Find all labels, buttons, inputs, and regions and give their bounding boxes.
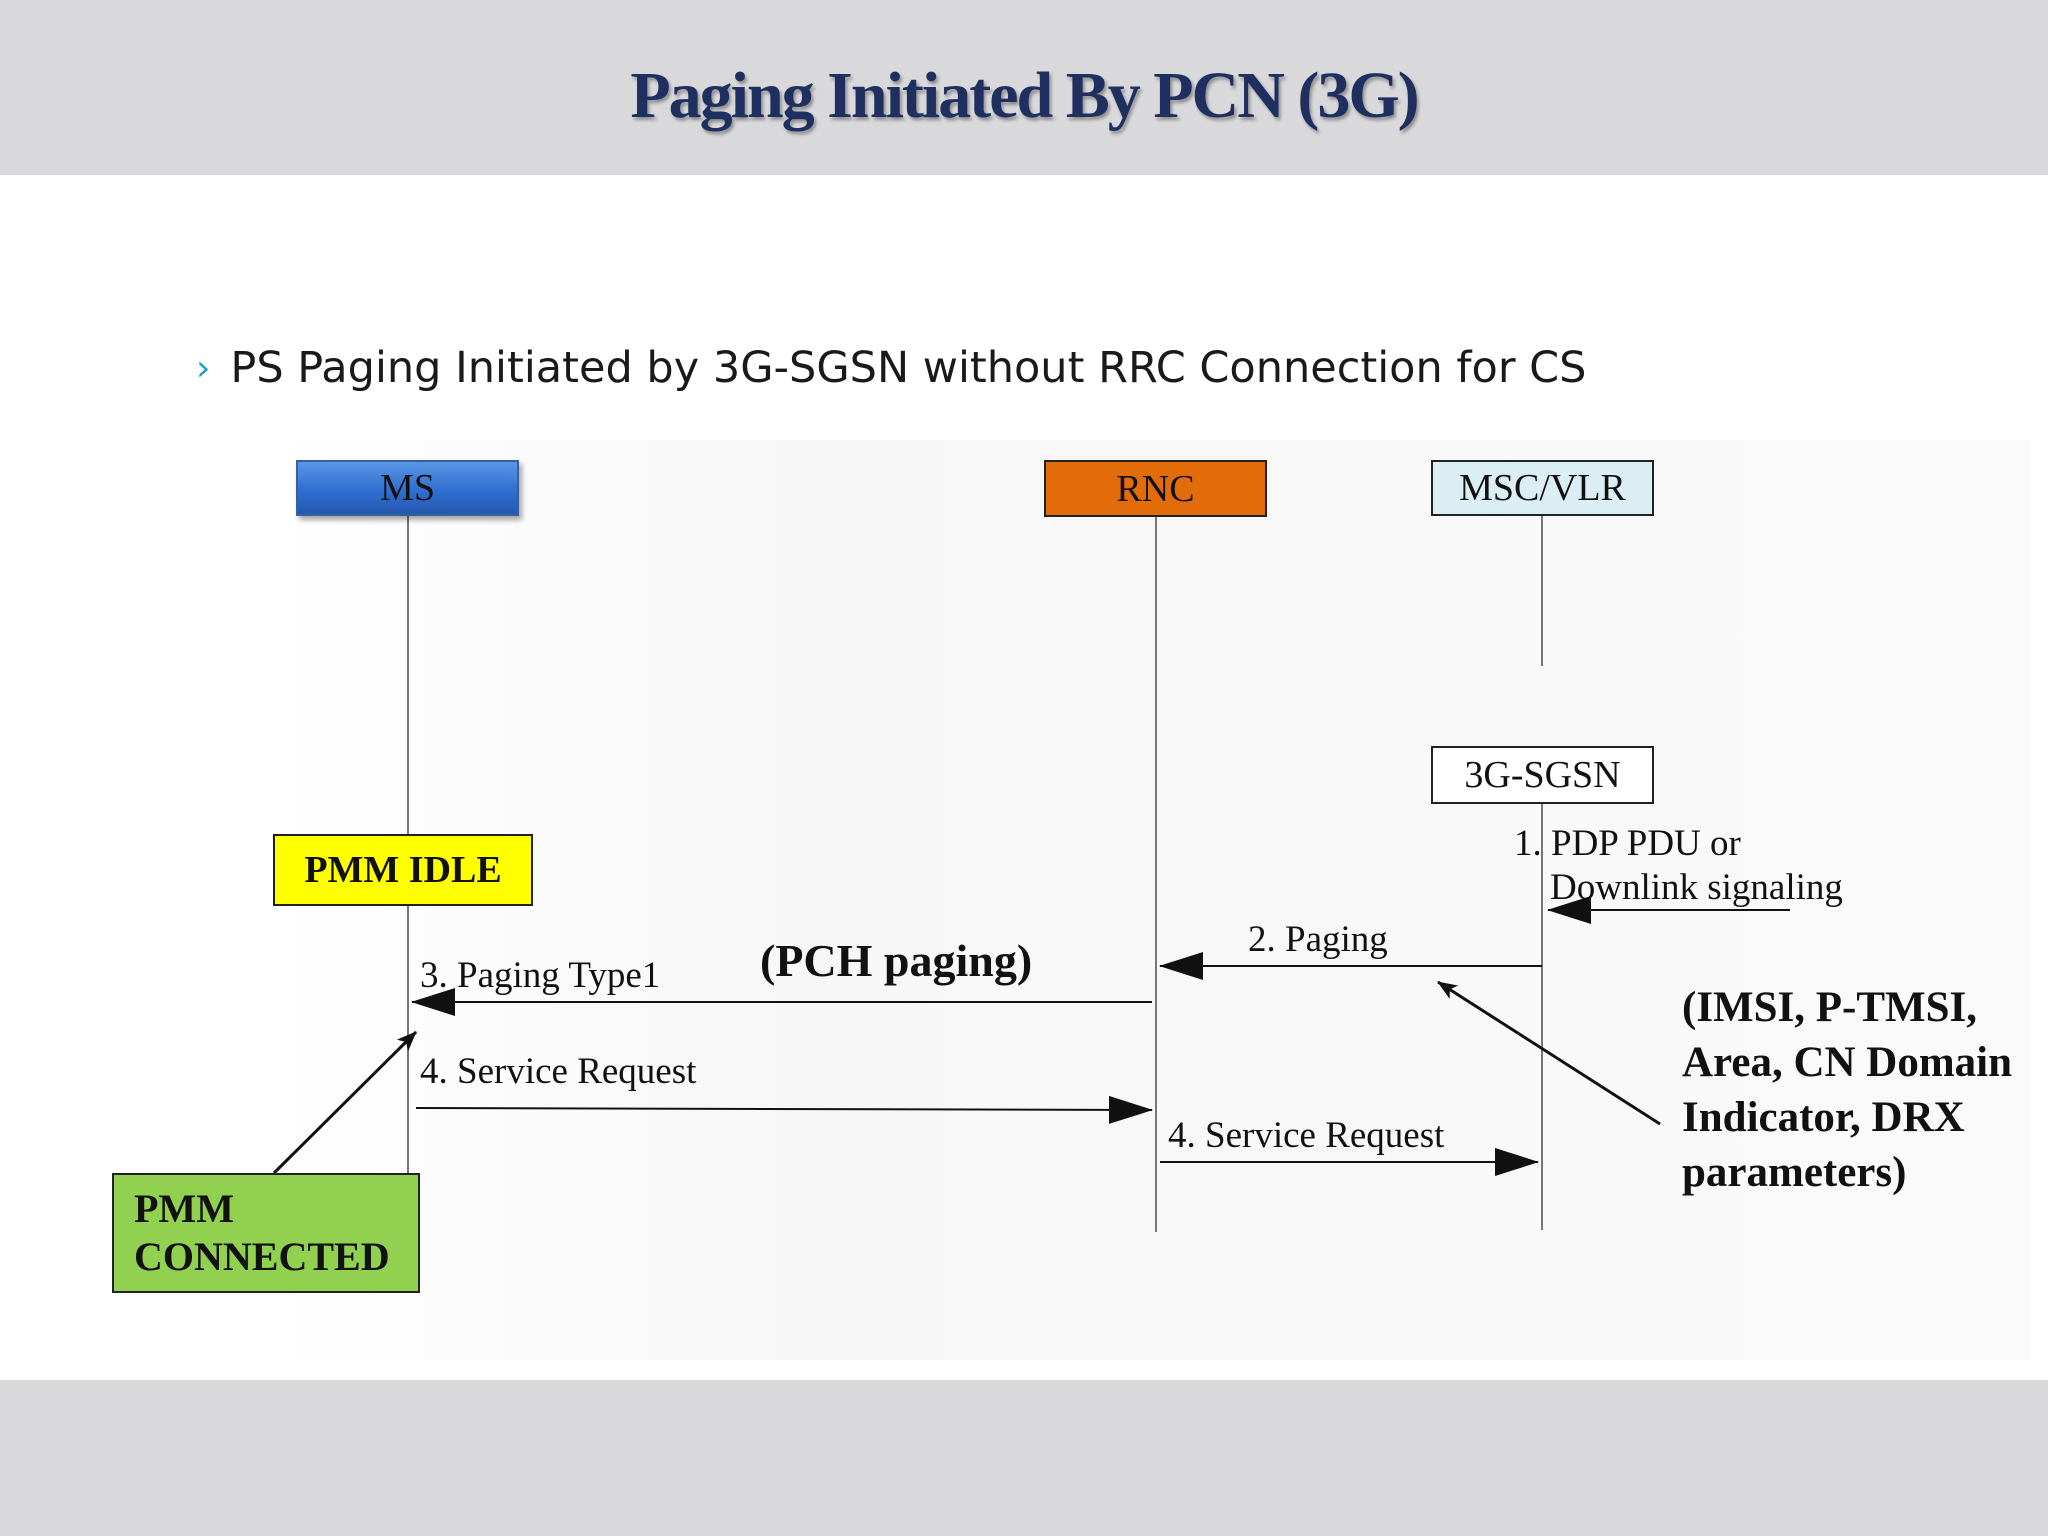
- diagram-area: [270, 440, 2030, 1360]
- pmm-idle-state: PMM IDLE: [273, 834, 533, 906]
- footer-band: [0, 1380, 2048, 1536]
- step4-ms-rnc-label: 4. Service Request: [420, 1051, 697, 1092]
- paging-parameters-note: (IMSI, P-TMSI, Area, CN Domain Indicator…: [1682, 984, 2013, 1196]
- bullet-item: › PS Paging Initiated by 3G-SGSN without…: [196, 338, 1586, 398]
- rnc-entity-box: RNC: [1044, 460, 1267, 517]
- title-band: [0, 0, 2048, 175]
- note-pointer-arrow: [1437, 980, 1661, 1126]
- sgsn-entity-box: 3G-SGSN: [1431, 746, 1654, 804]
- msc-vlr-entity-box: MSC/VLR: [1431, 460, 1654, 516]
- step4-ms-rnc-arrow: [415, 1095, 1153, 1124]
- slide-title: Paging Initiated By PCN (3G): [630, 59, 1419, 132]
- connected-line2: CONNECTED: [134, 1234, 390, 1279]
- connected-line1: PMM: [134, 1186, 234, 1231]
- pmm-connected-state: PMM CONNECTED: [112, 1173, 420, 1293]
- pch-paging-label: (PCH paging): [760, 935, 1033, 986]
- step2-label: 2. Paging: [1248, 919, 1388, 960]
- step1-label-line2: Downlink signaling: [1550, 867, 1843, 908]
- step3-label: 3. Paging Type1: [420, 955, 661, 996]
- ms-entity-box: MS: [296, 460, 519, 516]
- bullet-text: PS Paging Initiated by 3G-SGSN without R…: [230, 343, 1587, 393]
- step4-rnc-sgsn-label: 4. Service Request: [1168, 1115, 1445, 1156]
- connected-pointer-arrow: [272, 1030, 418, 1175]
- step1-label-line1: 1. PDP PDU or: [1514, 823, 1741, 864]
- bullet-chevron-icon: ›: [196, 347, 211, 389]
